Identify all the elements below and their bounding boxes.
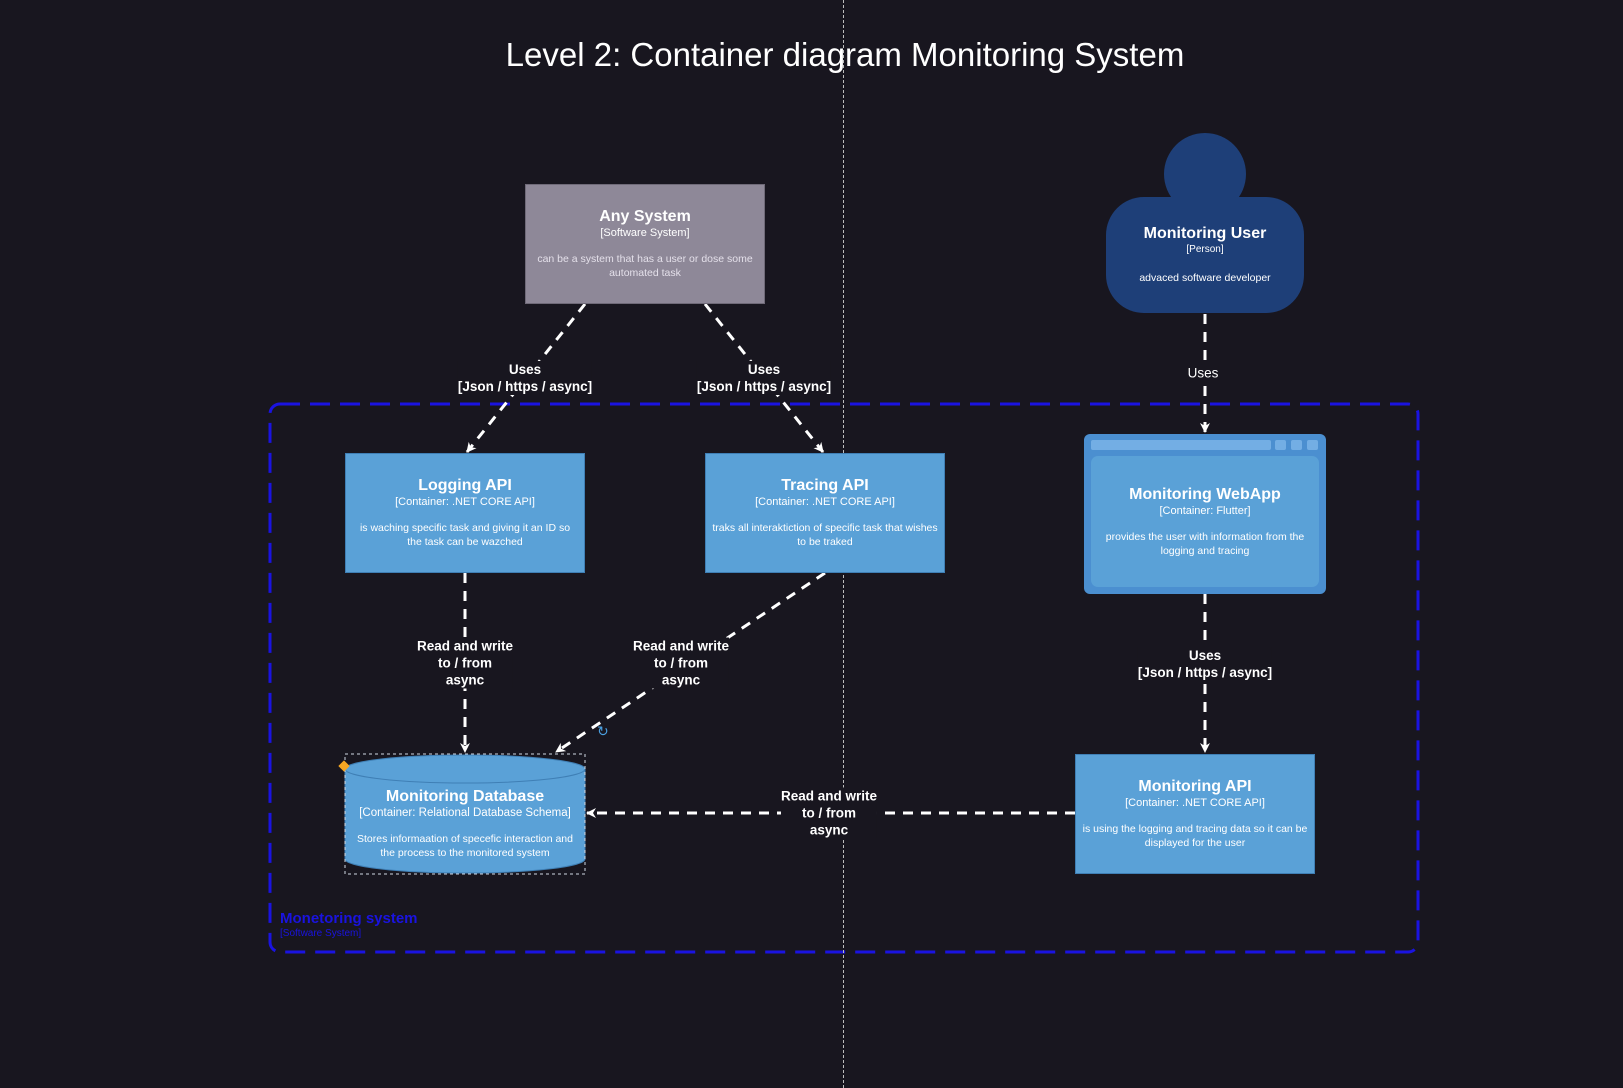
node-name: Monitoring User <box>1143 225 1267 242</box>
node-name: Logging API <box>418 477 512 494</box>
node-kind: [Software System] <box>600 227 690 239</box>
node-description: can be a system that has a user or dose … <box>537 253 753 279</box>
refresh-icon[interactable]: ↻ <box>597 723 609 739</box>
edge-label-line: Uses <box>508 362 542 377</box>
browser-button-icon <box>1275 440 1286 450</box>
boundary-kind: [Software System] <box>280 928 362 939</box>
node-kind: [Container: .NET CORE API] <box>395 496 535 508</box>
logging-api-box[interactable]: Logging API [Container: .NET CORE API] i… <box>345 453 585 573</box>
node-description: Stores informaation of specefic interact… <box>357 833 573 859</box>
edge-label-any-to-logging[interactable]: Uses [Json / https / async] <box>457 361 593 395</box>
diagram-title: Level 2: Container diagram Monitoring Sy… <box>505 36 1185 73</box>
edge-label-line: Read and write <box>780 788 878 804</box>
node-kind: [Container: .NET CORE API] <box>1125 797 1265 809</box>
monitoring-database-shape[interactable] <box>344 753 586 875</box>
edge-label-webapp-to-api[interactable]: Uses [Json / https / async] <box>1137 647 1273 681</box>
node-kind: [Container: Flutter] <box>1159 504 1251 517</box>
boundary-label: Monetoring system [Software System] <box>280 910 418 940</box>
edge-label-logging-to-db[interactable]: Read and write to / from async <box>416 637 514 689</box>
node-description: traks all interaktiction of specific tas… <box>712 522 938 548</box>
edge-label-line: [Json / https / async] <box>696 379 832 394</box>
edge-label-any-to-tracing[interactable]: Uses [Json / https / async] <box>696 361 832 395</box>
edge-label-line: Read and write <box>416 638 514 654</box>
system-boundary[interactable] <box>268 402 1420 954</box>
monitoring-api-box[interactable]: Monitoring API [Container: .NET CORE API… <box>1075 754 1315 874</box>
monitoring-user-person[interactable]: Monitoring User [Person] advaced softwar… <box>1106 197 1304 313</box>
node-name: Monitoring API <box>1138 778 1252 795</box>
monitoring-database-box[interactable]: Monitoring Database [Container: Relation… <box>345 778 585 870</box>
edge-label-line: Read and write <box>632 638 730 654</box>
edge-label-api-to-db[interactable]: Read and write to / from async <box>780 787 878 839</box>
browser-button-icon <box>1291 440 1302 450</box>
monitoring-webapp-window[interactable]: Monitoring WebApp [Container: Flutter] p… <box>1084 434 1326 594</box>
browser-button-icon <box>1307 440 1318 450</box>
node-description: is using the logging and tracing data so… <box>1082 823 1308 849</box>
edge-label-line: async <box>661 672 701 688</box>
node-kind: [Person] <box>1186 244 1224 255</box>
edge-label-line: to / from <box>802 805 856 821</box>
monitoring-webapp-box[interactable]: Monitoring WebApp [Container: Flutter] p… <box>1091 456 1319 587</box>
tracing-api-box[interactable]: Tracing API [Container: .NET CORE API] t… <box>705 453 945 573</box>
node-kind: [Container: .NET CORE API] <box>755 496 895 508</box>
edge-label-line: Uses <box>747 362 781 377</box>
edge-label-line: to / from <box>654 655 708 671</box>
edge-label-line: Uses <box>1187 365 1219 381</box>
edge-label-line: async <box>809 822 849 838</box>
node-name: Tracing API <box>781 477 869 494</box>
edge-label-line: async <box>445 672 485 688</box>
node-description: provides the user with information from … <box>1105 530 1305 557</box>
edge-label-line: to / from <box>438 655 492 671</box>
edge-label-tracing-to-db[interactable]: Read and write to / from async <box>632 637 730 689</box>
edge-label-line: [Json / https / async] <box>1137 665 1273 680</box>
node-kind: [Container: Relational Database Schema] <box>359 807 571 819</box>
browser-address-bar <box>1091 440 1271 450</box>
boundary-name: Monetoring system <box>280 910 418 927</box>
edge-label-user-to-webapp[interactable]: Uses <box>1187 364 1219 382</box>
node-name: Any System <box>599 208 691 225</box>
node-description: is waching specific task and giving it a… <box>359 522 571 548</box>
node-name: Monitoring Database <box>385 788 545 805</box>
edge-label-line: [Json / https / async] <box>457 379 593 394</box>
node-description: advaced software developer <box>1139 272 1271 284</box>
node-name: Monitoring WebApp <box>1129 485 1281 503</box>
any-system-box[interactable]: Any System [Software System] can be a sy… <box>525 184 765 304</box>
edge-label-line: Uses <box>1188 648 1222 663</box>
